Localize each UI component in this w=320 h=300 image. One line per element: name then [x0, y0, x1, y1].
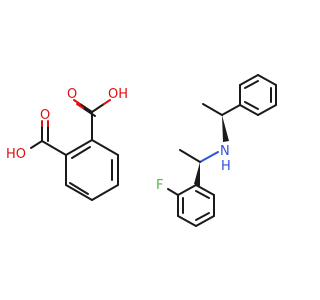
hydroxyl-bond	[103, 99, 111, 105]
methyl-bond	[202, 103, 223, 116]
amine-bond	[199, 151, 219, 163]
ring-double-bond	[244, 80, 259, 89]
ring-bond	[177, 184, 197, 196]
ring-double-bond	[71, 146, 91, 159]
phthalic-acid: O OH O HO	[6, 87, 128, 201]
ring-bond	[257, 74, 277, 86]
ring-bond	[195, 184, 215, 196]
fluorine-atom-label: F	[156, 178, 163, 193]
stereo-wedge	[222, 115, 229, 142]
carboxyl-bond	[41, 140, 67, 156]
hydroxyl-label: OH	[108, 87, 128, 102]
ring-bond	[195, 215, 215, 227]
fluorophenyl-phenylethylamine: N H F	[156, 74, 277, 227]
ring-bond	[239, 74, 259, 86]
methyl-bond	[179, 149, 201, 163]
hydroxyl-bond	[30, 140, 43, 149]
ring-double-bond	[69, 182, 89, 195]
ring-double-bond	[195, 190, 210, 199]
oxygen-atom-label: O	[40, 108, 50, 123]
ring-bond	[65, 184, 93, 201]
benzyl-bond	[221, 104, 241, 116]
ring-bond	[239, 104, 259, 116]
carbonyl-bond	[79, 103, 93, 113]
hydroxyl-label: HO	[6, 147, 26, 162]
carbonyl-bond	[73, 99, 81, 105]
structure-canvas: O OH O HO	[6, 74, 277, 227]
ring-bond	[65, 139, 93, 156]
carbonyl-bond	[82, 107, 96, 117]
stereo-wedge	[194, 162, 200, 186]
hydroxyl-bond	[91, 103, 105, 113]
molecule-drawing: O OH O HO	[6, 74, 277, 227]
fluoro-bond	[167, 188, 179, 196]
ring-bond	[177, 215, 197, 227]
ring-bond	[257, 104, 277, 116]
carbonyl-bond	[76, 103, 84, 109]
amine-hydrogen-label: H	[221, 159, 231, 174]
ring-double-bond	[244, 101, 259, 110]
oxygen-atom-label: O	[67, 87, 77, 102]
nitrogen-atom-label: N	[220, 144, 230, 159]
ring-bond	[91, 139, 119, 156]
ring-double-bond	[195, 212, 210, 221]
ring-bond	[91, 184, 119, 201]
